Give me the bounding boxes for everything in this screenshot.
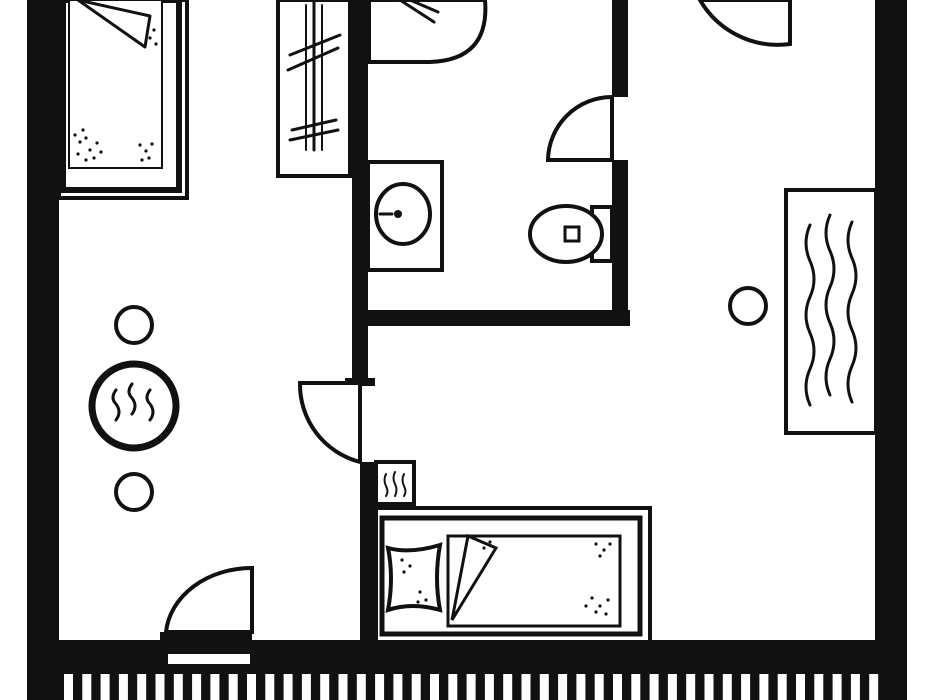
railing-baluster-gap [484,674,494,700]
desk-top [784,188,878,435]
railing-baluster-gap [356,674,366,700]
wall-right [875,0,907,700]
railing-baluster-gap [155,674,165,700]
railing-baluster-gap [320,674,330,700]
wardrobe-hanger [286,46,340,72]
railing-baluster-gap [137,674,147,700]
wall-wc-top [612,0,628,97]
railing-baluster-gap [686,674,696,700]
railing-baluster-gap [265,674,275,700]
railing-baluster-gap [82,674,92,700]
wall-bathroom-left [352,0,368,385]
radiator-pattern [383,471,407,497]
railing-baluster-gap [301,674,311,700]
railing-baluster-gap [539,674,549,700]
railing-baluster-gap [594,674,604,700]
toilet [528,204,614,264]
radiator [374,460,416,506]
wall-closet-jamb [160,632,252,642]
railing-baluster-gap [832,674,842,700]
dining-set [88,305,180,512]
bathroom-door [697,0,792,47]
railing-baluster-gap [576,674,586,700]
bed-blanket-fold [450,533,499,621]
wall-left [27,0,59,700]
washbasin-bowl [374,182,432,246]
shower-spray [398,0,440,24]
railing-baluster-gap [722,674,732,700]
shower-tray [367,0,488,64]
railing-baluster-gap [503,674,513,700]
bed-bottom [374,506,652,644]
railing-baluster-gap [631,674,641,700]
railing-baluster-gap [430,674,439,700]
wardrobe-hanger [288,33,342,57]
railing-baluster-gap [247,674,256,700]
railing-baluster-gap [210,674,220,700]
outer-walls [27,0,907,700]
washbasin-drain [394,210,402,218]
railing-baluster-gap [777,674,787,700]
wall-wc-bottom [612,160,628,326]
shower [367,0,488,64]
railing-baluster-gap [393,674,403,700]
railing-baluster-gap [448,674,458,700]
railing-baluster-gap [869,674,879,700]
railing-baluster-gap [338,674,348,700]
railing-baluster-gap [283,674,293,700]
washbasin [366,160,444,272]
wall-entry-upper [360,462,376,652]
doors [163,0,792,668]
bed-blanket-fold [76,0,152,49]
railing-baluster-gap [704,674,714,700]
railing-baluster-gap [667,674,677,700]
room-door [297,381,362,465]
railing-baluster-gap [850,674,860,700]
toilet-seat-flush [563,225,581,243]
wardrobe-hanger-stem [305,4,323,151]
wardrobe-hanger [288,128,340,142]
railing-baluster-gap [759,674,769,700]
railing-baluster-gap [521,674,531,700]
wc-door [545,94,614,162]
railing-baluster-gap [796,674,805,700]
railing-baluster-gap [64,674,73,700]
closet-door-leaf [164,650,254,668]
bed-pillow [385,542,443,613]
railing-baluster-gap [649,674,659,700]
railing-baluster-gap [814,674,824,700]
railing-baluster-gap [411,674,421,700]
desk-pattern [804,213,858,407]
closet-door [163,565,254,634]
stool [114,472,154,512]
railing-baluster-gap [228,674,238,700]
bed-pattern-dots [400,540,612,616]
bed-pattern-dots [73,28,158,162]
railing-baluster-gap [100,674,110,700]
desk [728,188,878,435]
railing-baluster-gap [613,674,622,700]
wardrobe-hanger [290,118,338,132]
railing-baluster-gap [741,674,751,700]
railing-baluster-gap [118,674,128,700]
round-table-pattern [111,382,155,422]
wardrobe [276,0,352,178]
railing-baluster-gap [558,674,568,700]
balcony-railing [27,658,907,700]
bed-top-left [57,0,189,200]
railing-baluster-gap [192,674,202,700]
stool [114,305,154,345]
railing-baluster-gap [173,674,183,700]
railing-baluster-gap [466,674,476,700]
railing-baluster-gap [375,674,385,700]
desk-chair [728,286,768,326]
wall-bathroom-bottom [352,310,630,326]
